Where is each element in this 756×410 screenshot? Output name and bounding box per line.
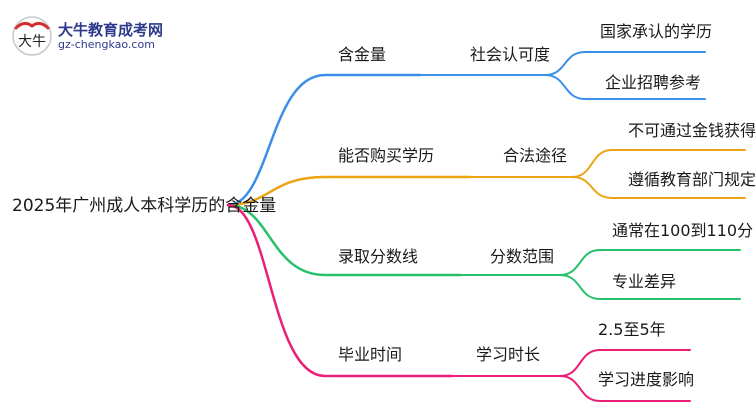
leaf-national-recognition: 国家承认的学历 <box>600 22 713 41</box>
site-logo: 大牛 大牛教育成考网 gz-chengkao.com <box>10 14 210 58</box>
subbranch-label-study-duration: 学习时长 <box>476 345 541 364</box>
connector-graduation-time-leaf-2 <box>559 375 691 402</box>
logo-url: gz-chengkao.com <box>58 38 155 51</box>
connector-root-to-graduation-time <box>226 203 454 378</box>
branch-label-credential-value: 含金量 <box>338 45 387 64</box>
connector-admission-score-leaf-1 <box>559 249 741 276</box>
mindmap-root: 2025年广州成人本科学历的含金量 <box>12 196 277 216</box>
leaf-no-money: 不可通过金钱获得 <box>628 121 756 140</box>
leaf-hiring-reference: 企业招聘参考 <box>605 73 702 92</box>
logo-mark-text: 大牛 <box>18 34 46 50</box>
connector-admission-score-leaf-2 <box>559 274 741 300</box>
leaf-duration-range: 2.5至5年 <box>598 320 666 339</box>
connector-root-to-buy-degree <box>226 175 472 207</box>
connector-root-to-admission-score <box>226 203 462 277</box>
leaf-major-difference: 专业差异 <box>612 272 677 291</box>
branch-label-graduation-time: 毕业时间 <box>338 345 403 364</box>
connector-root-to-credential-value <box>226 73 422 207</box>
bull-logo-icon: 大牛 <box>12 16 52 56</box>
branch-label-buy-degree: 能否购买学历 <box>338 146 435 165</box>
leaf-follow-rules: 遵循教育部门规定 <box>628 170 756 189</box>
branch-label-admission-score: 录取分数线 <box>338 247 419 266</box>
subbranch-label-legal-path: 合法途径 <box>503 146 568 165</box>
connector-credential-value-leaf-1 <box>544 51 706 76</box>
leaf-progress-effect: 学习进度影响 <box>598 370 695 389</box>
connector-buy-degree-leaf-1 <box>571 149 746 178</box>
leaf-score-range: 通常在100到110分 <box>612 221 754 240</box>
connector-credential-value-leaf-2 <box>544 74 706 100</box>
connector-buy-degree-leaf-2 <box>571 176 746 199</box>
connector-graduation-time-leaf-1 <box>559 349 691 377</box>
subbranch-label-recognition: 社会认可度 <box>470 45 551 64</box>
logo-title: 大牛教育成考网 <box>58 21 164 39</box>
subbranch-label-score-range: 分数范围 <box>490 247 555 266</box>
